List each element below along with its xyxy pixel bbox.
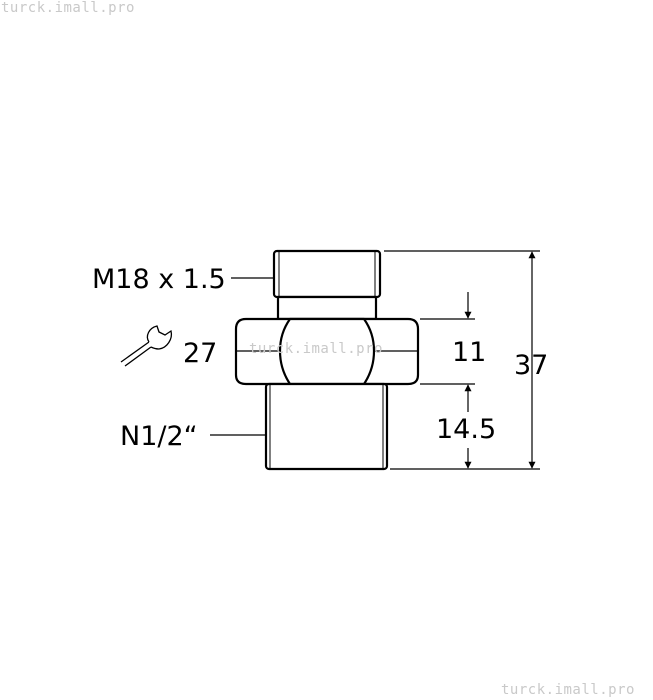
label-hex-height: 11	[452, 337, 486, 368]
wrench-icon	[120, 325, 173, 367]
label-wrench-size: 27	[183, 338, 217, 369]
top-thread-spigot	[272, 249, 382, 321]
watermark-center: turck.imall.pro	[249, 341, 383, 357]
watermark-bottom: turck.imall.pro	[501, 682, 635, 698]
label-top-thread: M18 x 1.5	[92, 264, 226, 295]
label-bottom-height: 14.5	[436, 414, 496, 445]
label-total-height: 37	[514, 350, 548, 381]
hex-nut	[234, 317, 420, 386]
watermark-top: turck.imall.pro	[1, 0, 135, 16]
bottom-thread-body	[264, 382, 389, 471]
label-bottom-thread: N1/2“	[120, 421, 198, 452]
